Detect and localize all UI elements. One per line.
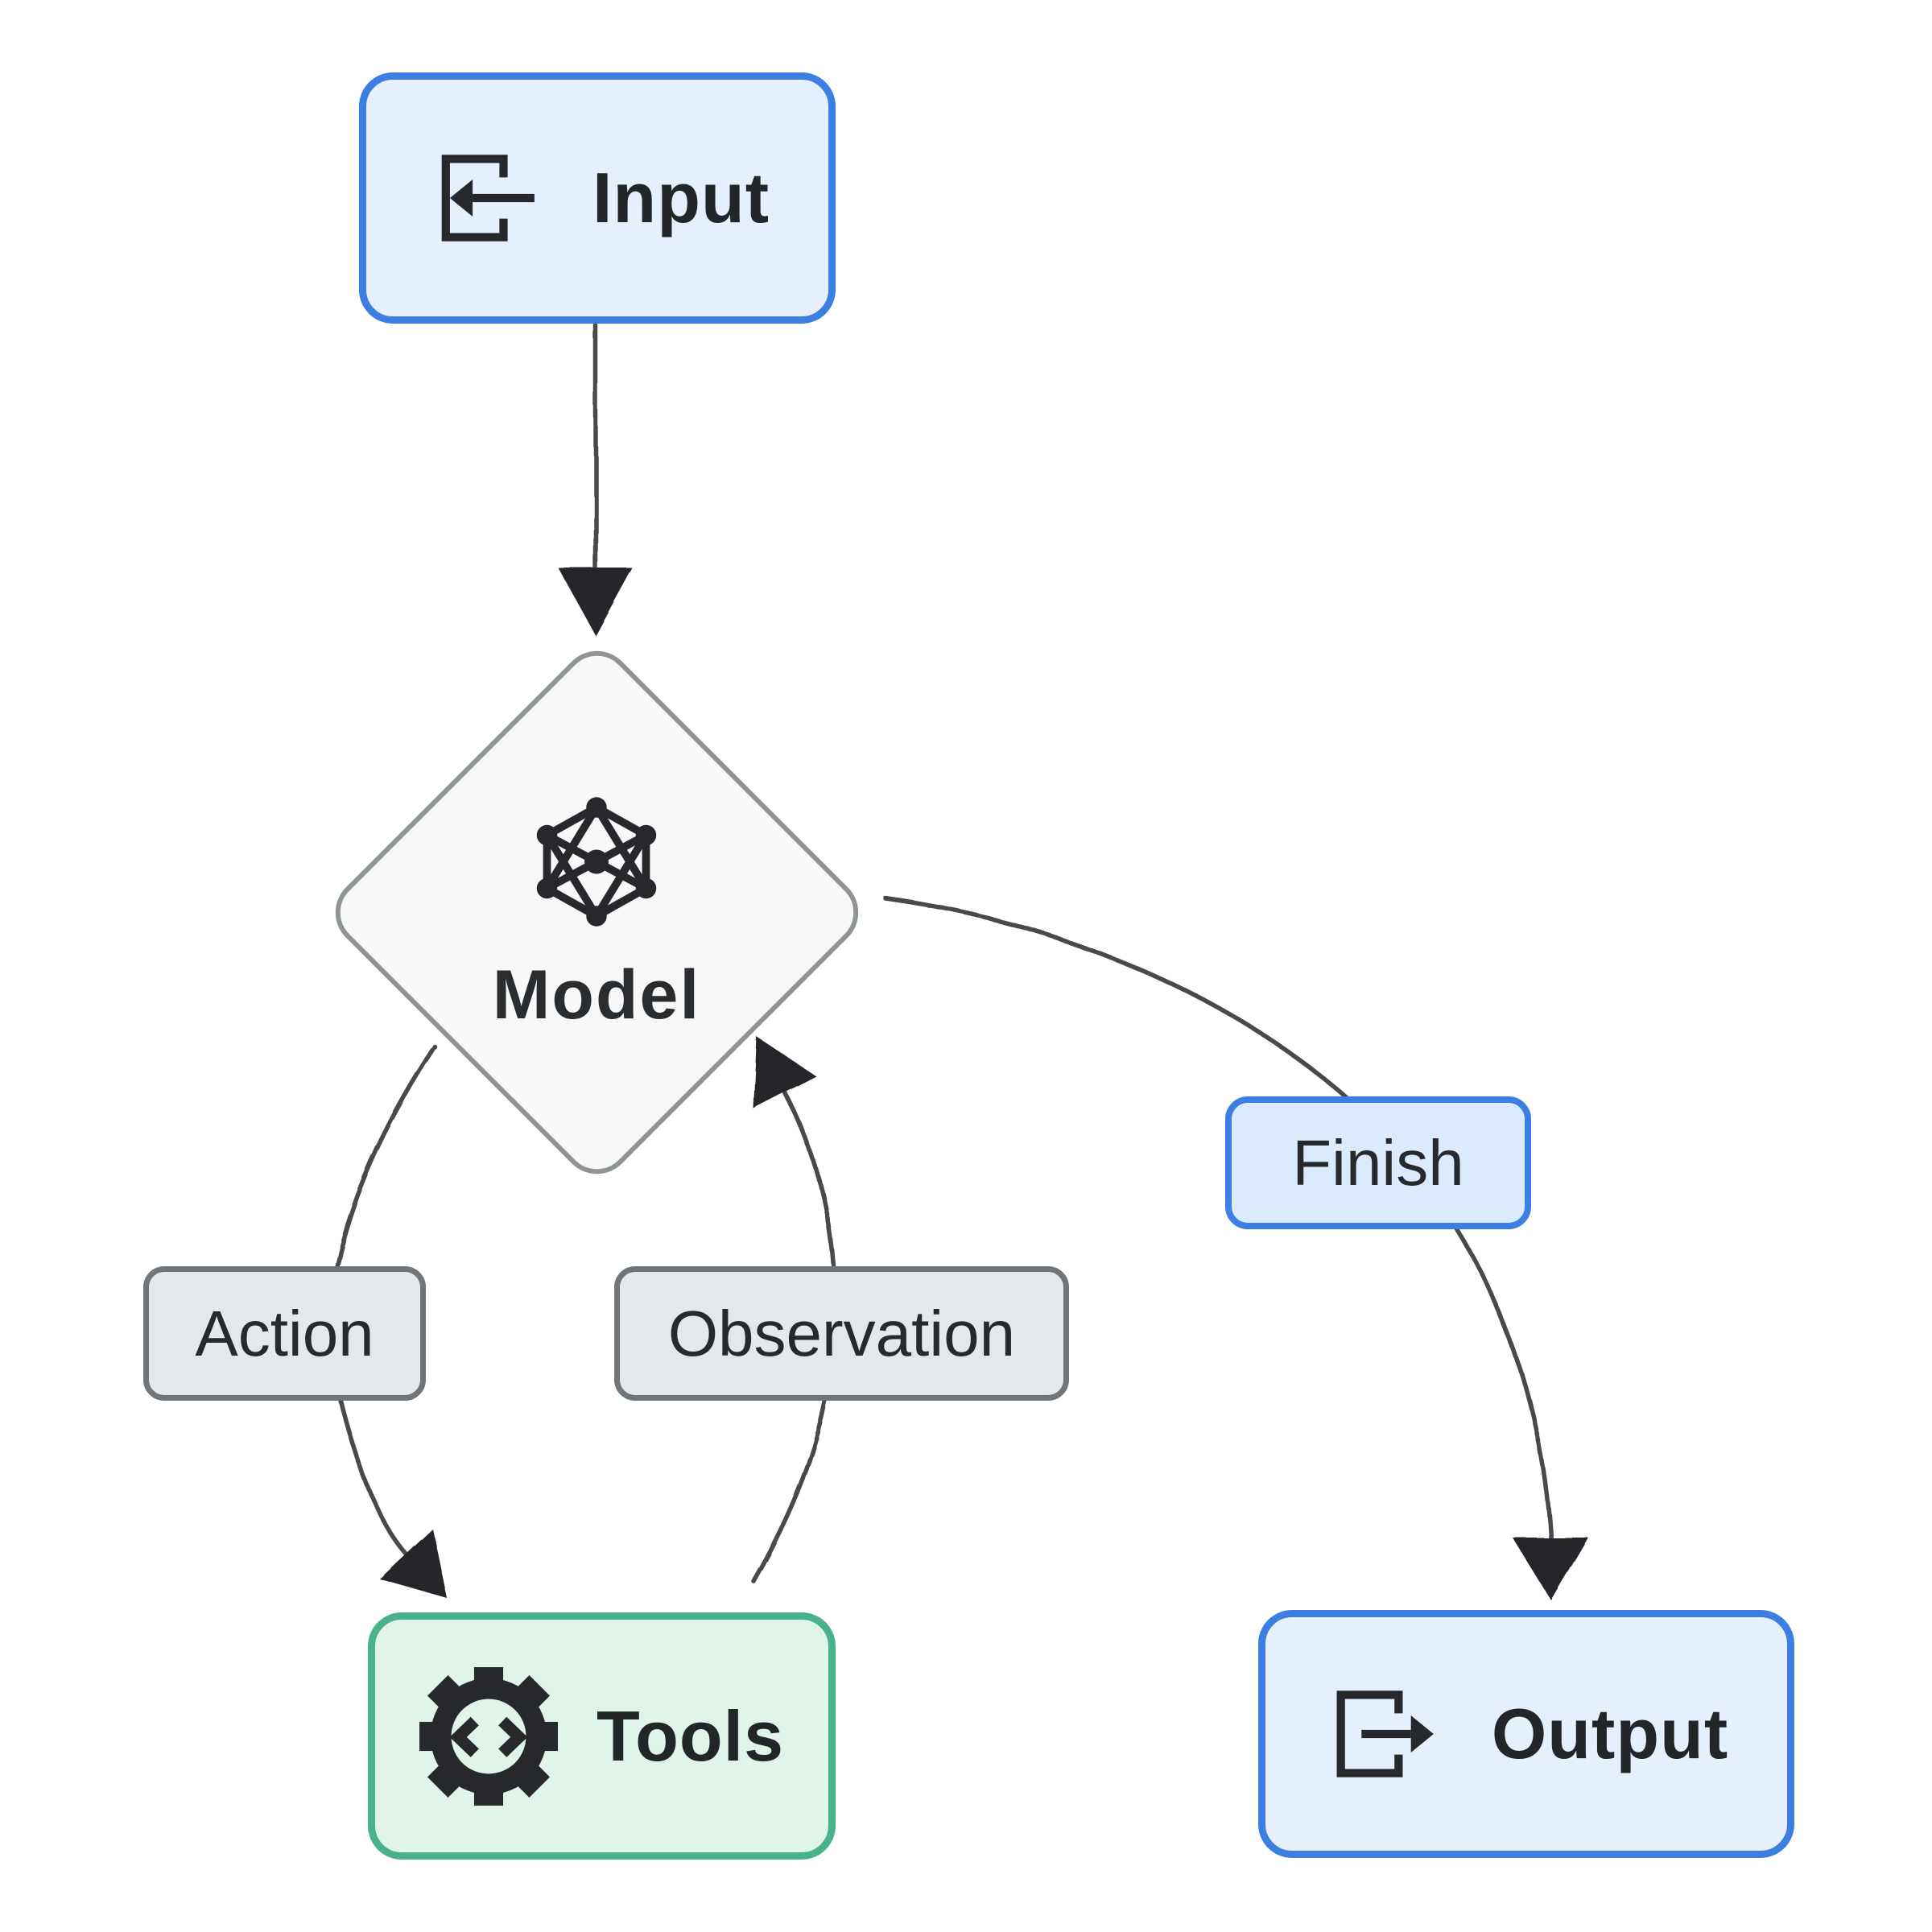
edge-label-observation: Observation: [614, 1266, 1069, 1401]
tools-label: Tools: [596, 1695, 785, 1776]
model-label: Model: [492, 956, 701, 1034]
node-input: Input: [359, 72, 836, 324]
arrowhead-model-to-tools: [380, 1530, 448, 1599]
output-arrow-icon: [1336, 1690, 1434, 1777]
finish-label-text: Finish: [1292, 1126, 1464, 1199]
edge-label-finish: Finish: [1225, 1096, 1531, 1229]
gear-code-icon: [419, 1666, 558, 1806]
action-label-text: Action: [195, 1297, 374, 1369]
output-label: Output: [1491, 1694, 1729, 1773]
observation-label-text: Observation: [667, 1297, 1016, 1369]
arrowhead-tools-to-model: [753, 1037, 816, 1108]
edge-model-to-output: [883, 896, 1553, 1540]
node-tools: Tools: [368, 1612, 836, 1860]
arrowhead-model-to-output: [1513, 1538, 1588, 1600]
neural-network-icon: [536, 797, 657, 927]
edge-label-action: Action: [143, 1266, 426, 1401]
node-model-content: Model: [436, 766, 758, 1064]
node-output: Output: [1258, 1610, 1794, 1858]
input-label: Input: [592, 158, 770, 237]
arrowhead-input-to-model: [559, 568, 633, 636]
input-arrow-icon: [441, 155, 535, 242]
